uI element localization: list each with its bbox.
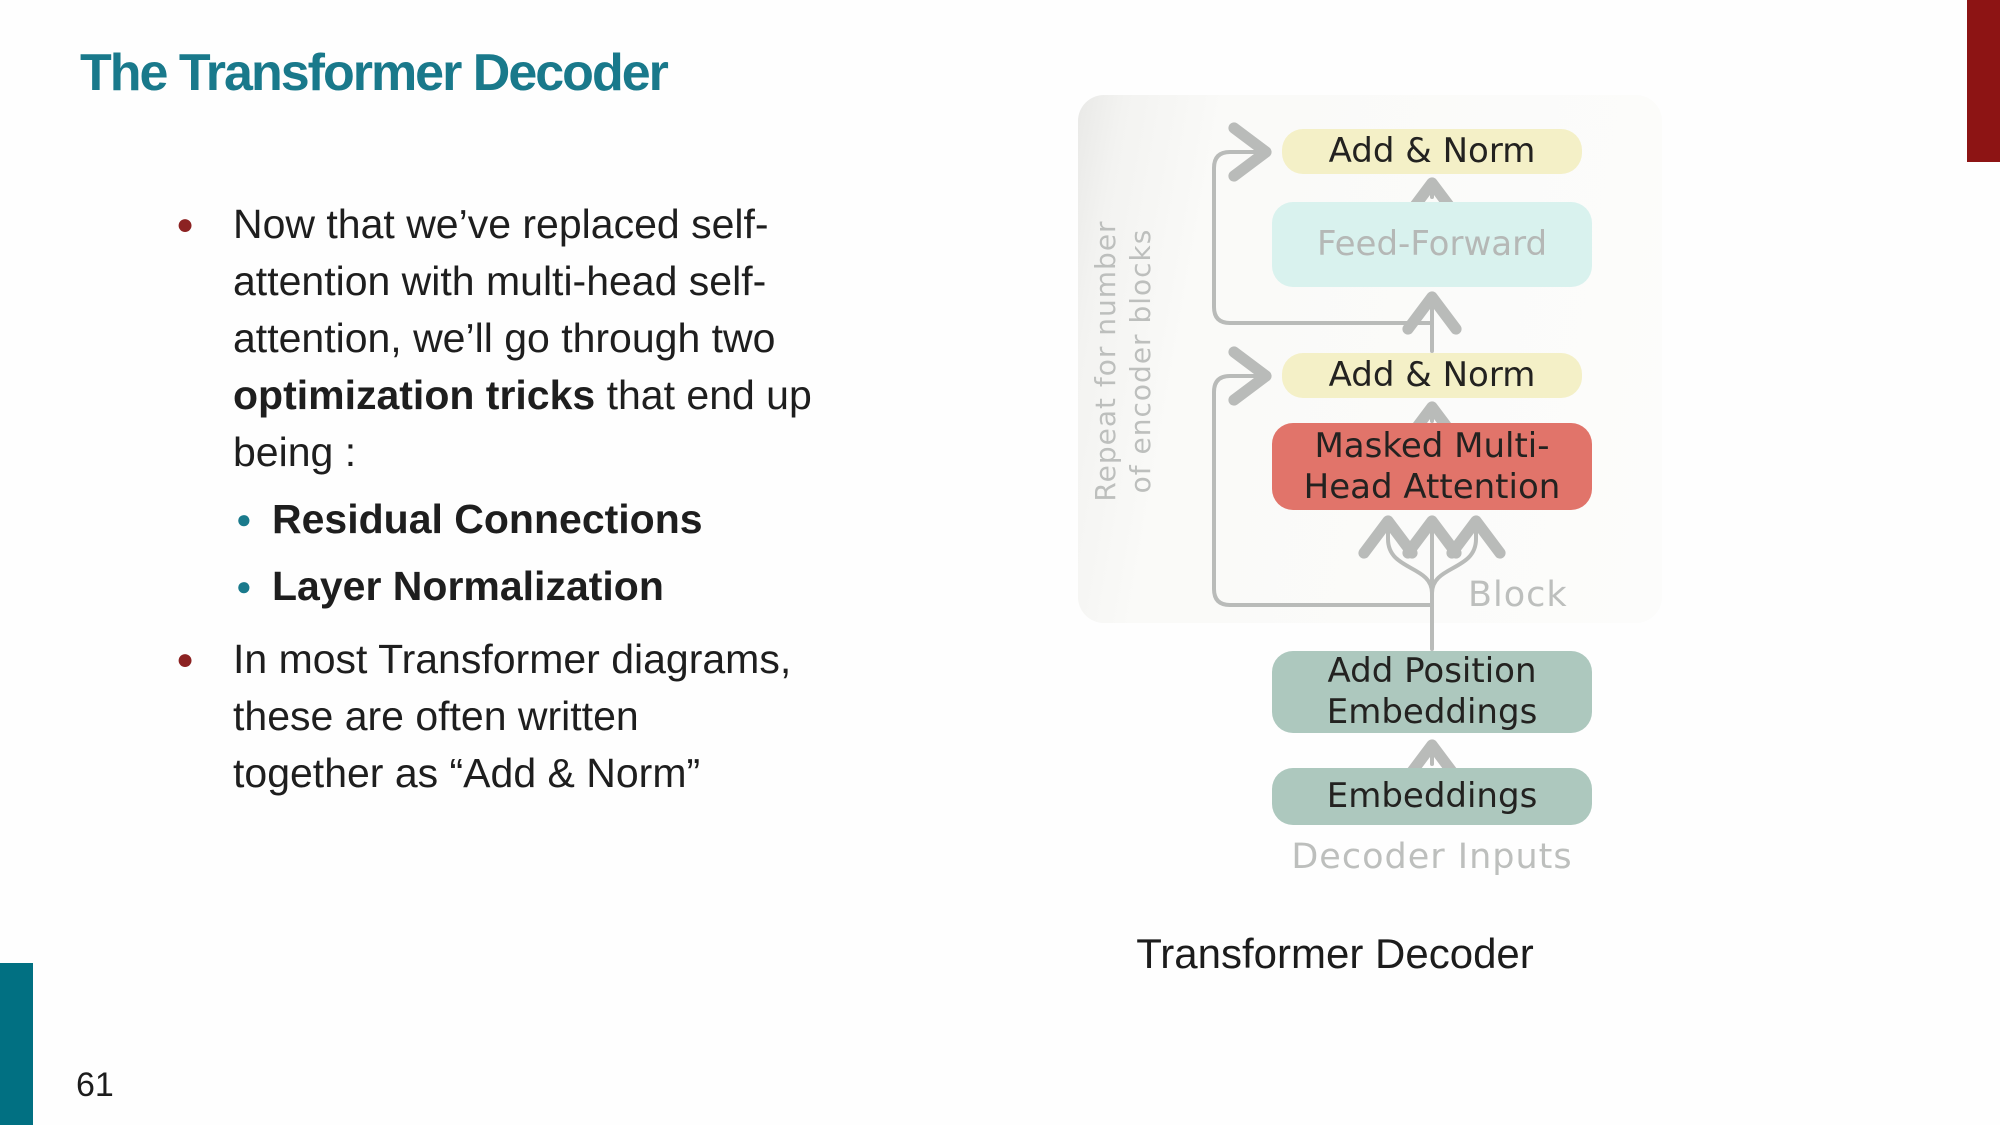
diagram-arrows xyxy=(1212,122,1506,783)
add-position-label-line1: Add Position xyxy=(1327,651,1537,691)
bullet-text: Layer Normalization xyxy=(272,563,664,609)
add-norm-mid-box: Add & Norm xyxy=(1282,353,1582,398)
bullet-text: Residual Connections xyxy=(272,496,703,542)
bullet-marker: ● xyxy=(176,208,195,241)
residual-connection-bottom xyxy=(1212,346,1434,607)
add-position-embeddings-box: Add Position Embeddings xyxy=(1272,651,1592,733)
bullet-list: ● Now that we’ve replaced self-attention … xyxy=(0,196,1010,802)
feed-forward-label: Feed-Forward xyxy=(1316,224,1548,264)
slide-title: The Transformer Decoder xyxy=(80,44,669,102)
page-number: 61 xyxy=(76,1066,114,1104)
bullet-text: In most Transformer diagrams,these are o… xyxy=(233,636,792,796)
sub-bullet-marker: ● xyxy=(236,504,252,534)
add-norm-mid-label: Add & Norm xyxy=(1328,355,1536,395)
masked-attention-label-line2: Head Attention xyxy=(1303,466,1561,507)
bullet-text: Now that we’ve replaced self-attention w… xyxy=(233,201,812,475)
embeddings-label: Embeddings xyxy=(1326,776,1538,816)
arrow-input-left-branch xyxy=(1358,515,1434,595)
bottom-left-accent-bar xyxy=(0,963,33,1125)
add-norm-top-box: Add & Norm xyxy=(1282,129,1582,174)
bullet-marker: ● xyxy=(176,643,195,676)
masked-attention-label-line1: Masked Multi- xyxy=(1314,425,1550,466)
masked-multi-head-attention-box: Masked Multi- Head Attention xyxy=(1272,423,1592,510)
residual-connection-top xyxy=(1212,122,1434,325)
diagram-caption: Transformer Decoder xyxy=(1136,930,1534,977)
bullet-item: ● In most Transformer diagrams,these are … xyxy=(0,631,1010,802)
block-label: Block xyxy=(1468,575,1568,615)
feed-forward-box: Feed-Forward xyxy=(1272,202,1592,287)
arrow-input-right-branch xyxy=(1430,515,1506,595)
sub-bullet-marker: ● xyxy=(236,571,252,601)
transformer-decoder-diagram: Repeat for number of encoder blocks xyxy=(1078,95,1678,895)
bullet-item: ● Now that we’ve replaced self-attention … xyxy=(0,196,1010,481)
top-right-accent-bar xyxy=(1967,0,2000,162)
sub-bullet-item: ● Residual Connections xyxy=(0,491,1010,548)
decoder-inputs-label: Decoder Inputs xyxy=(1291,837,1573,877)
sub-bullet-item: ● Layer Normalization xyxy=(0,558,1010,615)
add-position-label-line2: Embeddings xyxy=(1326,692,1538,732)
add-norm-top-label: Add & Norm xyxy=(1328,131,1536,171)
embeddings-box: Embeddings xyxy=(1272,768,1592,825)
